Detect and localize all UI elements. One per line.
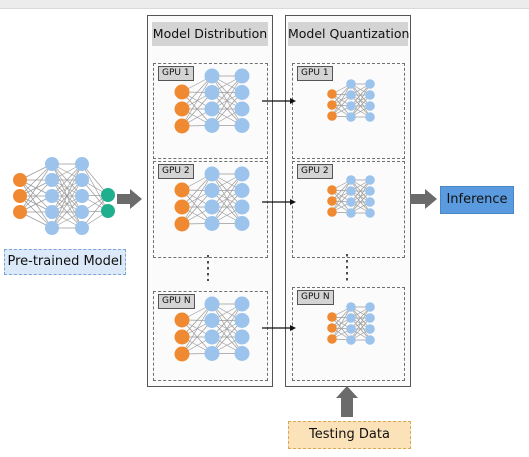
pretrained-model-label: Pre-trained Model — [4, 249, 126, 275]
distribution-gpu-2-label: GPU 2 — [158, 164, 194, 179]
distribution-gpu-n-box: GPU N — [153, 291, 268, 381]
quantization-gpu-1-label: GPU 1 — [297, 66, 333, 81]
model-quantization-panel: Model Quantization GPU 1 GPU 2 GPU N — [285, 15, 411, 387]
quantization-gpu-2-box: GPU 2 — [292, 161, 405, 258]
quantization-gpu-1-box: GPU 1 — [292, 63, 405, 159]
model-quantization-title: Model Quantization — [288, 22, 409, 46]
distribution-gpu-2-box: GPU 2 — [153, 161, 268, 258]
model-distribution-title: Model Distribution — [152, 22, 268, 46]
quantization-gpu-2-label: GPU 2 — [297, 164, 333, 179]
quantization-gpu-n-box: GPU N — [292, 287, 405, 381]
inference-label: Inference — [440, 186, 514, 214]
window-top-bar — [0, 0, 529, 9]
quantization-gpu-n-label: GPU N — [297, 290, 334, 305]
testing-data-label: Testing Data — [288, 421, 411, 449]
distribution-gpu-1-label: GPU 1 — [158, 66, 194, 81]
distribution-gpu-n-label: GPU N — [158, 294, 195, 309]
model-distribution-panel: Model Distribution GPU 1 GPU 2 GPU N — [147, 15, 273, 387]
distribution-gpu-1-box: GPU 1 — [153, 63, 268, 159]
